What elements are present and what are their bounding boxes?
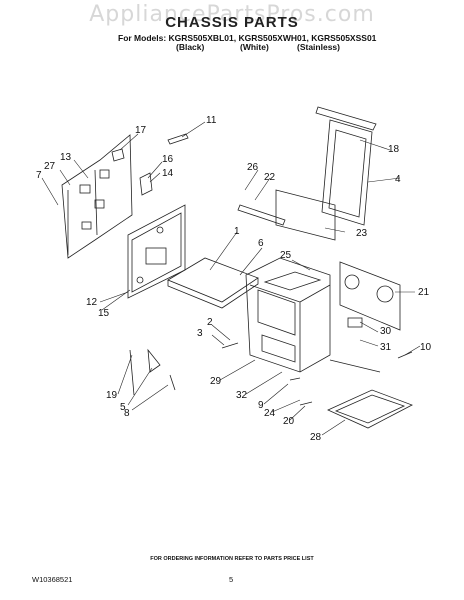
- callout-27: 27: [44, 161, 56, 172]
- watermark: AppliancePartsPros.com: [89, 2, 375, 27]
- callout-24: 24: [264, 408, 276, 419]
- callout-8: 8: [124, 408, 130, 419]
- callout-25: 25: [280, 250, 292, 261]
- burner-knobs: [339, 261, 401, 331]
- page-title: CHASSIS PARTS: [165, 14, 299, 31]
- page-number: 5: [229, 575, 234, 584]
- door-frame: [315, 106, 377, 226]
- variant-black: (Black): [176, 42, 205, 52]
- callout-30: 30: [380, 326, 392, 337]
- bracket-14: [139, 172, 153, 196]
- callout-12: 12: [86, 297, 98, 308]
- oven-cavity: [245, 257, 331, 373]
- callout-3: 3: [197, 328, 203, 339]
- callout-32: 32: [236, 390, 248, 401]
- screw-3: [221, 342, 239, 349]
- part-30: [347, 317, 363, 328]
- models-line: For Models: KGRS505XBL01, KGRS505XWH01, …: [118, 33, 377, 43]
- panel-23: [275, 189, 336, 241]
- part-31: [329, 359, 381, 373]
- bracket-17: [111, 148, 125, 162]
- callout-11: 11: [206, 115, 217, 126]
- part-19: [129, 349, 135, 396]
- callout-22: 22: [264, 172, 276, 183]
- hinge-22: [237, 204, 286, 226]
- callout-28: 28: [310, 432, 322, 443]
- callout-5: 5: [120, 402, 126, 413]
- part-8: [169, 374, 176, 391]
- document-number: W10368521: [32, 575, 73, 584]
- callout-21: 21: [418, 287, 430, 298]
- callout-29: 29: [210, 376, 222, 387]
- part-9: [289, 377, 301, 381]
- callout-7: 7: [36, 170, 42, 181]
- callout-18: 18: [388, 144, 400, 155]
- callout-17: 17: [135, 125, 147, 136]
- callout-19: 19: [106, 390, 118, 401]
- callout-23: 23: [356, 228, 368, 239]
- clip-11: [167, 133, 189, 145]
- ordering-info: FOR ORDERING INFORMATION REFER TO PARTS …: [150, 556, 314, 562]
- callout-13: 13: [60, 152, 72, 163]
- callout-31: 31: [380, 342, 392, 353]
- rear-panel: [127, 204, 186, 299]
- variant-stainless: (Stainless): [297, 42, 340, 52]
- callout-6: 6: [258, 238, 264, 249]
- callout-16: 16: [162, 154, 174, 165]
- callout-15: 15: [98, 308, 110, 319]
- variant-white: (White): [240, 42, 269, 52]
- callout-20: 20: [283, 416, 295, 427]
- oven-bottom-tray: [167, 257, 259, 309]
- callout-14: 14: [162, 168, 174, 179]
- callout-4: 4: [395, 174, 401, 185]
- part-5: [147, 348, 161, 373]
- part-20: [299, 401, 313, 406]
- callout-26: 26: [247, 162, 259, 173]
- callout-10: 10: [420, 342, 432, 353]
- callout-9: 9: [258, 400, 264, 411]
- oven-rack: [327, 389, 413, 429]
- callout-1: 1: [234, 226, 240, 237]
- callout-2: 2: [207, 317, 213, 328]
- side-panel-left: [61, 134, 133, 259]
